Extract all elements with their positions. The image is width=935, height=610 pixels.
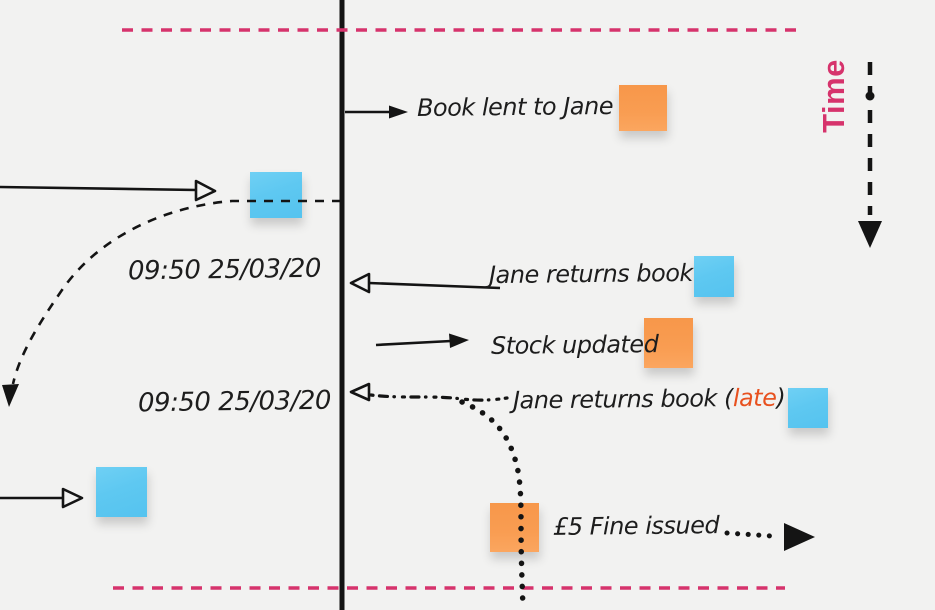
arrow-stock-updated[interactable] (375, 333, 469, 349)
label-book-lent[interactable]: Book lent to Jane (416, 91, 614, 123)
label-fine-issued[interactable]: £5 Fine issued (552, 511, 720, 541)
open-arrow-head-icon (349, 272, 371, 294)
sticky-note-book-lent[interactable] (619, 85, 667, 131)
sticky-note-fine-issued[interactable] (490, 503, 539, 552)
timestamp-jane-returns-late[interactable]: 09:50 25/03/20 (137, 385, 332, 419)
open-arrow-head-icon (349, 382, 371, 402)
sticky-note-jane-returns-late[interactable] (788, 388, 828, 428)
open-arrow-head-icon (61, 487, 84, 509)
label-stock-updated[interactable]: Stock updated (490, 330, 659, 360)
sticky-note-left-bottom[interactable] (96, 467, 147, 517)
arrow-jane-returns[interactable] (349, 272, 501, 294)
sticky-note-jane-returns[interactable] (694, 256, 734, 297)
sticky-note-left-top[interactable] (250, 172, 302, 218)
dashed-return-curve[interactable] (2, 199, 341, 407)
curve-arrow-head-icon (2, 384, 19, 407)
arrow-head-icon (449, 333, 469, 348)
time-arrow-head-icon (858, 221, 882, 248)
label-jane-returns[interactable]: Jane returns book (488, 258, 694, 290)
arrow-head-icon (784, 523, 815, 551)
arrow-head-icon (389, 105, 408, 119)
timestamp-jane-returns[interactable]: 09:50 25/03/20 (127, 253, 322, 287)
label-late-suffix: ) (776, 383, 786, 412)
arrow-left-bottom[interactable] (0, 487, 84, 509)
label-late-prefix: Jane returns book ( (512, 384, 734, 415)
open-arrow-head-icon (194, 179, 217, 202)
arrow-jane-returns-late[interactable] (349, 382, 509, 402)
label-late-highlight: late (732, 383, 777, 413)
arrow-left-top[interactable] (0, 179, 217, 202)
time-direction-arrow[interactable] (858, 62, 882, 248)
dotted-fine-curve[interactable] (459, 399, 526, 610)
time-axis-label[interactable]: Time (816, 59, 851, 133)
arrow-book-lent[interactable] (345, 105, 408, 119)
label-jane-returns-late[interactable]: Jane returns book (late) (513, 384, 786, 415)
sticky-note-stock-updated[interactable] (644, 318, 693, 368)
time-arrow-dot (865, 91, 875, 101)
arrow-fine-issued[interactable] (724, 523, 815, 551)
